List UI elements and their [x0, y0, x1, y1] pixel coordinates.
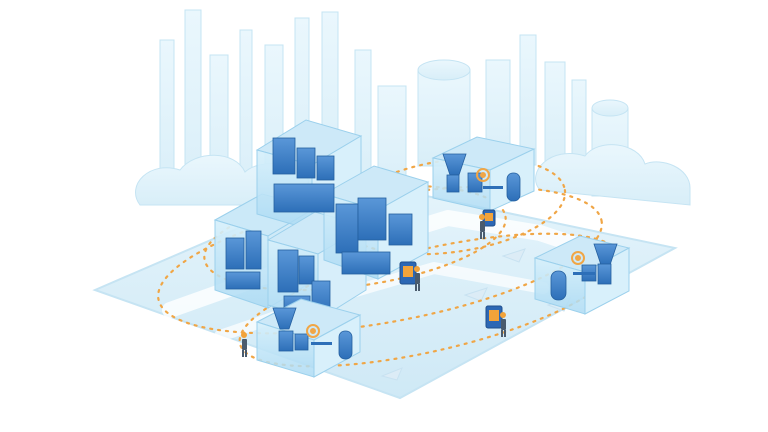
tablet-screen	[485, 213, 493, 221]
orbit-ring	[157, 185, 603, 335]
machine-tank	[506, 172, 521, 202]
machine-block	[597, 263, 612, 285]
workers	[241, 214, 506, 357]
worker-icon	[479, 214, 485, 220]
machine-block	[296, 147, 316, 179]
facility-cube-right	[533, 235, 631, 315]
gear-icon	[571, 251, 585, 265]
worker-icon	[480, 232, 482, 239]
machine-block	[225, 271, 261, 290]
gear-icon	[306, 324, 320, 338]
conveyor	[483, 186, 503, 189]
machine-block	[272, 137, 296, 175]
worker-icon	[241, 332, 247, 338]
tablet-group	[399, 209, 503, 329]
worker-icon	[245, 350, 247, 357]
machine-block	[446, 174, 460, 193]
machine-block	[316, 155, 335, 181]
conveyor	[573, 272, 595, 275]
facility-cube-lower-left	[255, 298, 362, 378]
machine-block	[225, 237, 245, 270]
machine-block	[245, 230, 262, 270]
worker-icon	[480, 221, 485, 232]
worker-icon	[483, 232, 485, 239]
conveyor	[311, 342, 332, 345]
machine-block	[388, 213, 413, 246]
gear-icon	[476, 168, 490, 182]
machine-hopper	[272, 307, 297, 330]
gear-icon	[480, 172, 486, 178]
worker-icon	[415, 284, 417, 291]
arrow-icon	[463, 287, 488, 302]
gear-icon	[575, 255, 581, 261]
machine-block	[357, 197, 387, 241]
tank-top	[417, 59, 471, 81]
machine-block	[298, 255, 315, 285]
machine-tank	[550, 270, 567, 301]
machine-block	[278, 330, 294, 352]
machine-block	[467, 172, 483, 193]
facility-cube-upper-right	[431, 136, 536, 212]
tablet-screen	[489, 310, 499, 321]
worker-icon	[500, 312, 506, 318]
worker-icon	[242, 339, 247, 350]
machine-block	[335, 203, 359, 254]
machine-block	[273, 183, 335, 213]
machine-block	[294, 333, 309, 351]
worker-icon	[501, 330, 503, 337]
machine-tank	[338, 330, 353, 360]
worker-icon	[418, 284, 420, 291]
cloud-shape	[535, 144, 691, 206]
worker-icon	[504, 330, 506, 337]
tablet-screen	[403, 266, 413, 277]
arrow-icon	[501, 248, 526, 263]
machine-block	[277, 249, 299, 293]
gear-icon	[310, 328, 316, 334]
tank-top	[591, 99, 629, 117]
machine-block	[341, 251, 391, 275]
worker-icon	[501, 319, 506, 330]
tower	[519, 34, 537, 166]
worker-icon	[415, 273, 420, 284]
worker-icon	[242, 350, 244, 357]
worker-icon	[414, 266, 420, 272]
arrow-icon	[380, 367, 403, 381]
